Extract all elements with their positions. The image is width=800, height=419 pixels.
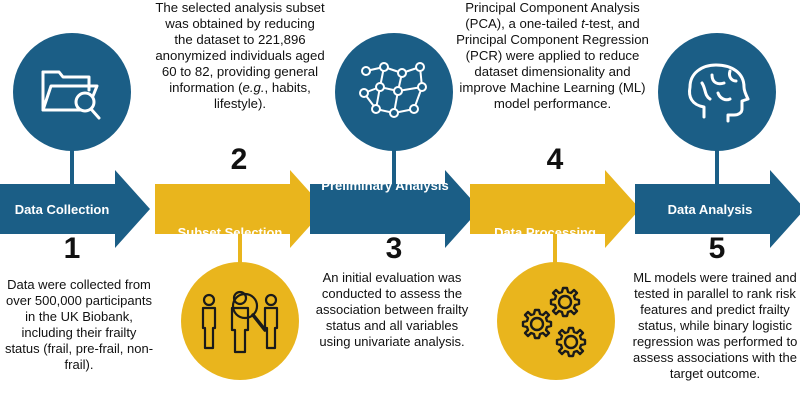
- step-2-title: Subset Selection: [177, 225, 283, 240]
- connector-step-5: [715, 140, 719, 184]
- step-1-title: Data Collection: [14, 201, 110, 217]
- gears-icon: [521, 286, 587, 358]
- network-icon: [359, 62, 427, 118]
- step-2-description-part-3: , habits, lifestyle).: [213, 80, 311, 111]
- step-3-description: An initial evaluation was conducted to a…: [315, 270, 469, 349]
- step-3-number: 3: [385, 232, 403, 265]
- arrow-step-5: Data Analysis: [635, 170, 800, 248]
- step-5-description: ML models were trained and tested in par…: [632, 270, 798, 381]
- step-5-title: Data Analysis: [667, 201, 753, 217]
- step-5-number: 5: [708, 232, 726, 265]
- connector-step-3: [392, 140, 396, 184]
- step-2-description-part-1: The selected analysis subset was obtaine…: [155, 0, 325, 95]
- arrow-step-2: Subset Selection: [155, 170, 325, 248]
- step-1-icon-circle: [13, 33, 131, 151]
- step-4-description: Principal Component Analysis (PCA), a on…: [455, 0, 650, 112]
- step-1-number: 1: [63, 232, 81, 265]
- step-2-description: The selected analysis subset was obtaine…: [155, 0, 325, 112]
- arrow-step-4: Data Processing: [470, 170, 640, 248]
- connector-step-2: [238, 234, 242, 270]
- step-2-description-part-2: e.g.: [242, 80, 265, 95]
- step-3-title: Preliminary Analysis: [321, 178, 449, 193]
- arrow-step-1: Data Collection: [0, 170, 150, 248]
- step-4-number: 4: [546, 143, 564, 176]
- step-4-description-part-3: -test, and Principal Component Regressio…: [456, 16, 649, 111]
- brain-icon: [688, 63, 750, 123]
- folder-search-icon: [41, 70, 101, 120]
- step-5-icon-circle: [658, 33, 776, 151]
- step-2-number: 2: [230, 143, 248, 176]
- arrow-step-3: Preliminary Analysis: [310, 170, 480, 248]
- people-search-icon: [201, 290, 279, 354]
- connector-step-4: [553, 234, 557, 270]
- step-3-icon-circle: [335, 33, 453, 151]
- connector-step-1: [70, 140, 74, 184]
- step-4-title: Data Processing: [494, 225, 596, 240]
- step-4-icon-circle: [497, 262, 615, 380]
- step-4-description-part-2: t: [581, 16, 585, 31]
- step-4-description-part-1: Principal Component Analysis (PCA), a on…: [465, 0, 640, 31]
- step-1-description: Data were collected from over 500,000 pa…: [4, 277, 154, 372]
- step-2-icon-circle: [181, 262, 299, 380]
